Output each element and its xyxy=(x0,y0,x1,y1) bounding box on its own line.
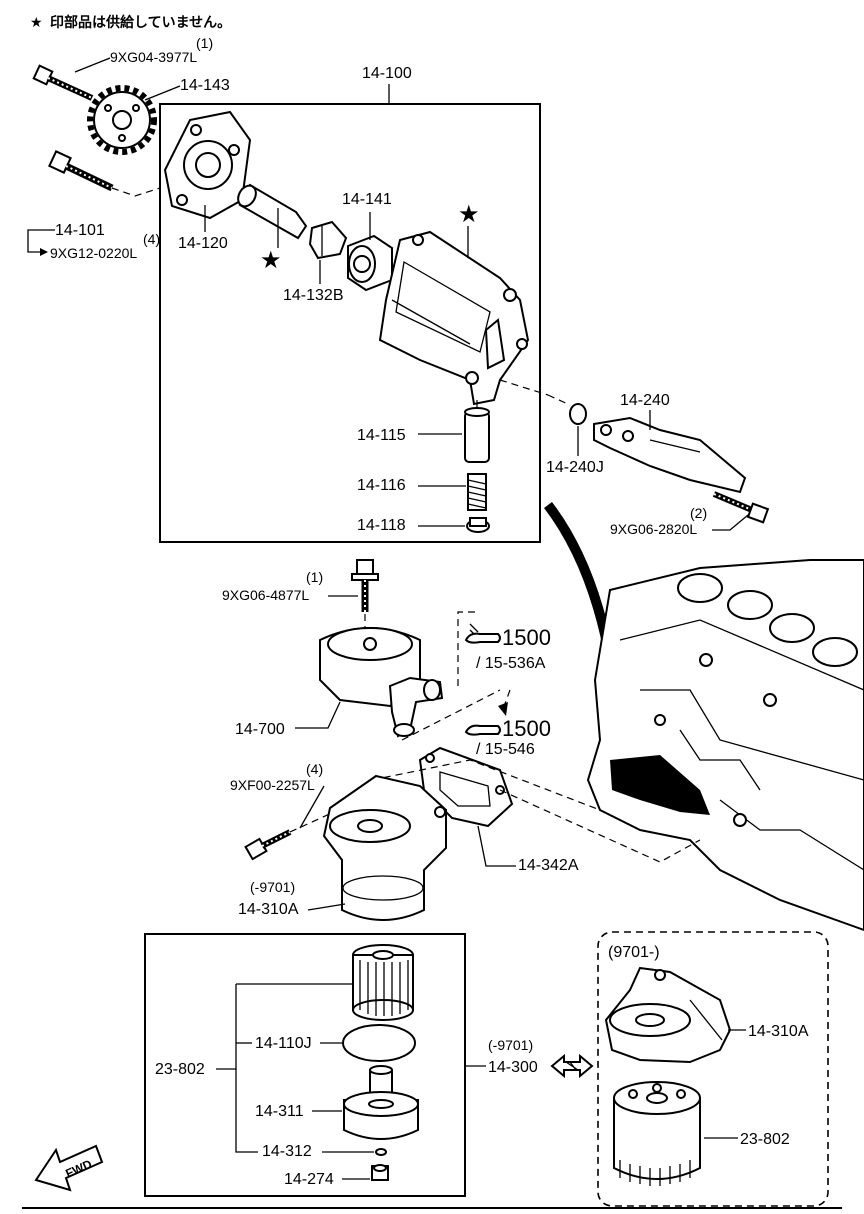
alt-oil-filter-23-802[interactable] xyxy=(613,1081,701,1186)
oil-cooler-14-700[interactable] xyxy=(319,627,444,738)
qty-9xg06-2820l: (2) xyxy=(690,505,707,521)
filter-cap-14-311[interactable] xyxy=(343,1065,419,1140)
label-9xg06-4877l: 9XG06-4877L xyxy=(222,587,309,603)
alt-filter-body-14-310a[interactable] xyxy=(604,966,732,1064)
alt-range: (9701-) xyxy=(608,944,660,961)
label-14-240: 14-240 xyxy=(620,392,670,409)
ref-15-546: / 15-546 xyxy=(476,741,535,758)
filter-box xyxy=(144,933,466,1197)
bolt-9xg12-0220l[interactable] xyxy=(48,150,114,192)
label-14-115: 14-115 xyxy=(357,427,406,444)
note-text: 印部品は供給していません。 xyxy=(50,14,231,31)
not-supplied-star-shaft: ★ xyxy=(260,246,282,274)
label-14-116: 14-116 xyxy=(357,477,406,494)
plunger-14-115[interactable] xyxy=(464,407,490,463)
rotor-shaft[interactable] xyxy=(235,182,308,248)
label-14-110j: 14-110J xyxy=(255,1035,312,1052)
label-14-120: 14-120 xyxy=(178,235,228,252)
ref-1500-15-546[interactable]: 1500 / 15-546 xyxy=(464,689,551,758)
drain-plug-14-274[interactable] xyxy=(371,1164,389,1181)
qty-9xf00: (4) xyxy=(306,761,323,777)
spring-14-116[interactable] xyxy=(467,473,487,511)
label-23-802: 23-802 xyxy=(155,1061,205,1078)
label-14-311: 14-311 xyxy=(255,1103,304,1120)
label-14-240j: 14-240J xyxy=(546,459,604,476)
label-14-141: 14-141 xyxy=(342,191,392,208)
outer-rotor-14-141[interactable] xyxy=(347,234,393,292)
qty-9xg04: (1) xyxy=(196,35,213,51)
ref-1500-a-group: 1500 xyxy=(502,625,551,650)
pump-cover-14-120[interactable] xyxy=(163,110,252,220)
bolt-9xf00-2257l[interactable] xyxy=(244,829,292,861)
label-14-700: 14-700 xyxy=(235,721,285,738)
alt-label-23-802: 23-802 xyxy=(740,1131,790,1148)
ref-1500-15-536a[interactable]: 1500 / 15-536A xyxy=(464,623,551,672)
plug-14-118[interactable] xyxy=(466,517,490,533)
ref-15-536a: / 15-536A xyxy=(476,655,546,672)
o-ring-14-312[interactable] xyxy=(375,1148,387,1156)
range-14-310a: (-9701) xyxy=(250,879,295,895)
label-14-312: 14-312 xyxy=(262,1143,312,1160)
label-14-342a: 14-342A xyxy=(518,857,579,874)
bolt-9xg06-2820l[interactable] xyxy=(712,491,770,524)
fwd-arrow: FWD xyxy=(34,1144,104,1192)
label-9xg06-2820l: 9XG06-2820L xyxy=(610,521,697,537)
bolt-9xg04-3977l[interactable] xyxy=(32,64,94,101)
oil-strainer-14-240[interactable] xyxy=(593,416,747,494)
oil-pump-box xyxy=(159,103,541,543)
label-14-132b: 14-132B xyxy=(283,287,344,304)
qty-9xg06-4877l: (1) xyxy=(306,569,323,585)
bolt-9xg06-4877l[interactable] xyxy=(351,559,379,612)
label-9xf00-2257l: 9XF00-2257L xyxy=(230,777,315,793)
label-14-310a: 14-310A xyxy=(238,901,299,918)
inner-rotor-14-132b[interactable] xyxy=(308,220,348,260)
o-ring-14-240j[interactable] xyxy=(569,403,587,425)
pump-body[interactable] xyxy=(378,230,530,406)
filter-element[interactable] xyxy=(352,944,414,1021)
alt-label-14-310a: 14-310A xyxy=(748,1023,809,1040)
label-14-300: 14-300 xyxy=(488,1059,538,1076)
interchange-arrow xyxy=(550,1053,594,1079)
engine-block xyxy=(586,559,864,932)
alt-box xyxy=(597,931,829,1207)
label-14-143: 14-143 xyxy=(180,77,230,94)
o-ring-14-110j[interactable] xyxy=(342,1024,416,1062)
sprocket-14-143[interactable] xyxy=(87,85,157,155)
filter-body-14-310a[interactable] xyxy=(322,774,447,921)
label-14-274: 14-274 xyxy=(284,1171,334,1188)
label-9xg12-0220l: 9XG12-0220L xyxy=(50,245,137,261)
label-14-100: 14-100 xyxy=(362,65,412,82)
range-14-300: (-9701) xyxy=(488,1037,533,1053)
label-14-118: 14-118 xyxy=(357,517,406,534)
note-star: ★ xyxy=(30,15,43,31)
ref-1500-b-group: 1500 xyxy=(502,716,551,741)
not-supplied-star-body: ★ xyxy=(458,200,480,228)
label-14-101: 14-101 xyxy=(55,222,105,239)
label-9xg04-3977l: 9XG04-3977L xyxy=(110,49,197,65)
qty-9xg12: (4) xyxy=(143,231,160,247)
